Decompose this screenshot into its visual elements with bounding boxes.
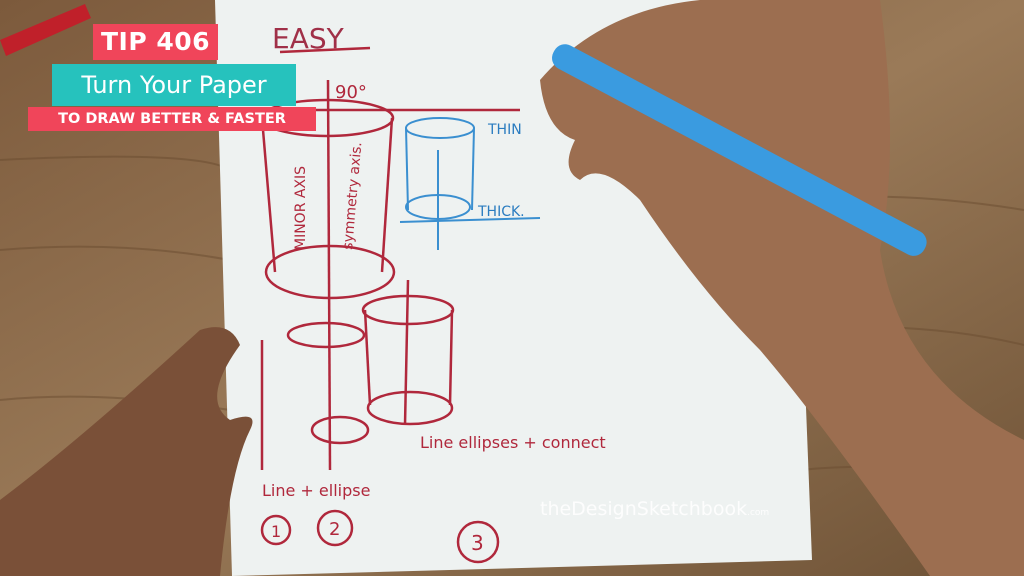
watermark-logo: theDesignSketchbook.com — [540, 498, 769, 520]
label-line-ellipse: Line + ellipse — [262, 481, 370, 500]
label-thin: THIN — [487, 122, 522, 138]
sketch-labels: EASY 90° MINOR AXIS symmetry axis. THIN … — [262, 22, 606, 555]
left-hand — [0, 327, 253, 576]
blue-pen — [552, 44, 927, 256]
label-line-ellipses-connect: Line ellipses + connect — [420, 433, 606, 452]
tip-number-badge: TIP 406 — [93, 24, 219, 60]
label-step-3: 3 — [471, 531, 484, 555]
tip-subtitle: TO DRAW BETTER & FASTER — [28, 107, 316, 131]
tip-title: Turn Your Paper — [52, 64, 296, 106]
label-thick: THICK. — [477, 204, 525, 220]
sketch-drawings — [259, 46, 520, 564]
red-marker — [0, 4, 91, 56]
label-step-1: 1 — [271, 522, 281, 541]
label-angle: 90° — [335, 82, 367, 103]
label-step-2: 2 — [329, 519, 340, 540]
watermark-brand: theDesignSketchbook — [540, 498, 748, 520]
title-overlay: TIP 406 Turn Your Paper TO DRAW BETTER &… — [0, 0, 330, 140]
right-hand — [540, 0, 1024, 576]
watermark-suffix: .com — [747, 508, 770, 518]
label-minor-axis: MINOR AXIS — [293, 166, 309, 250]
blue-cylinder-sketch — [399, 117, 541, 250]
label-easy: EASY — [272, 22, 345, 55]
